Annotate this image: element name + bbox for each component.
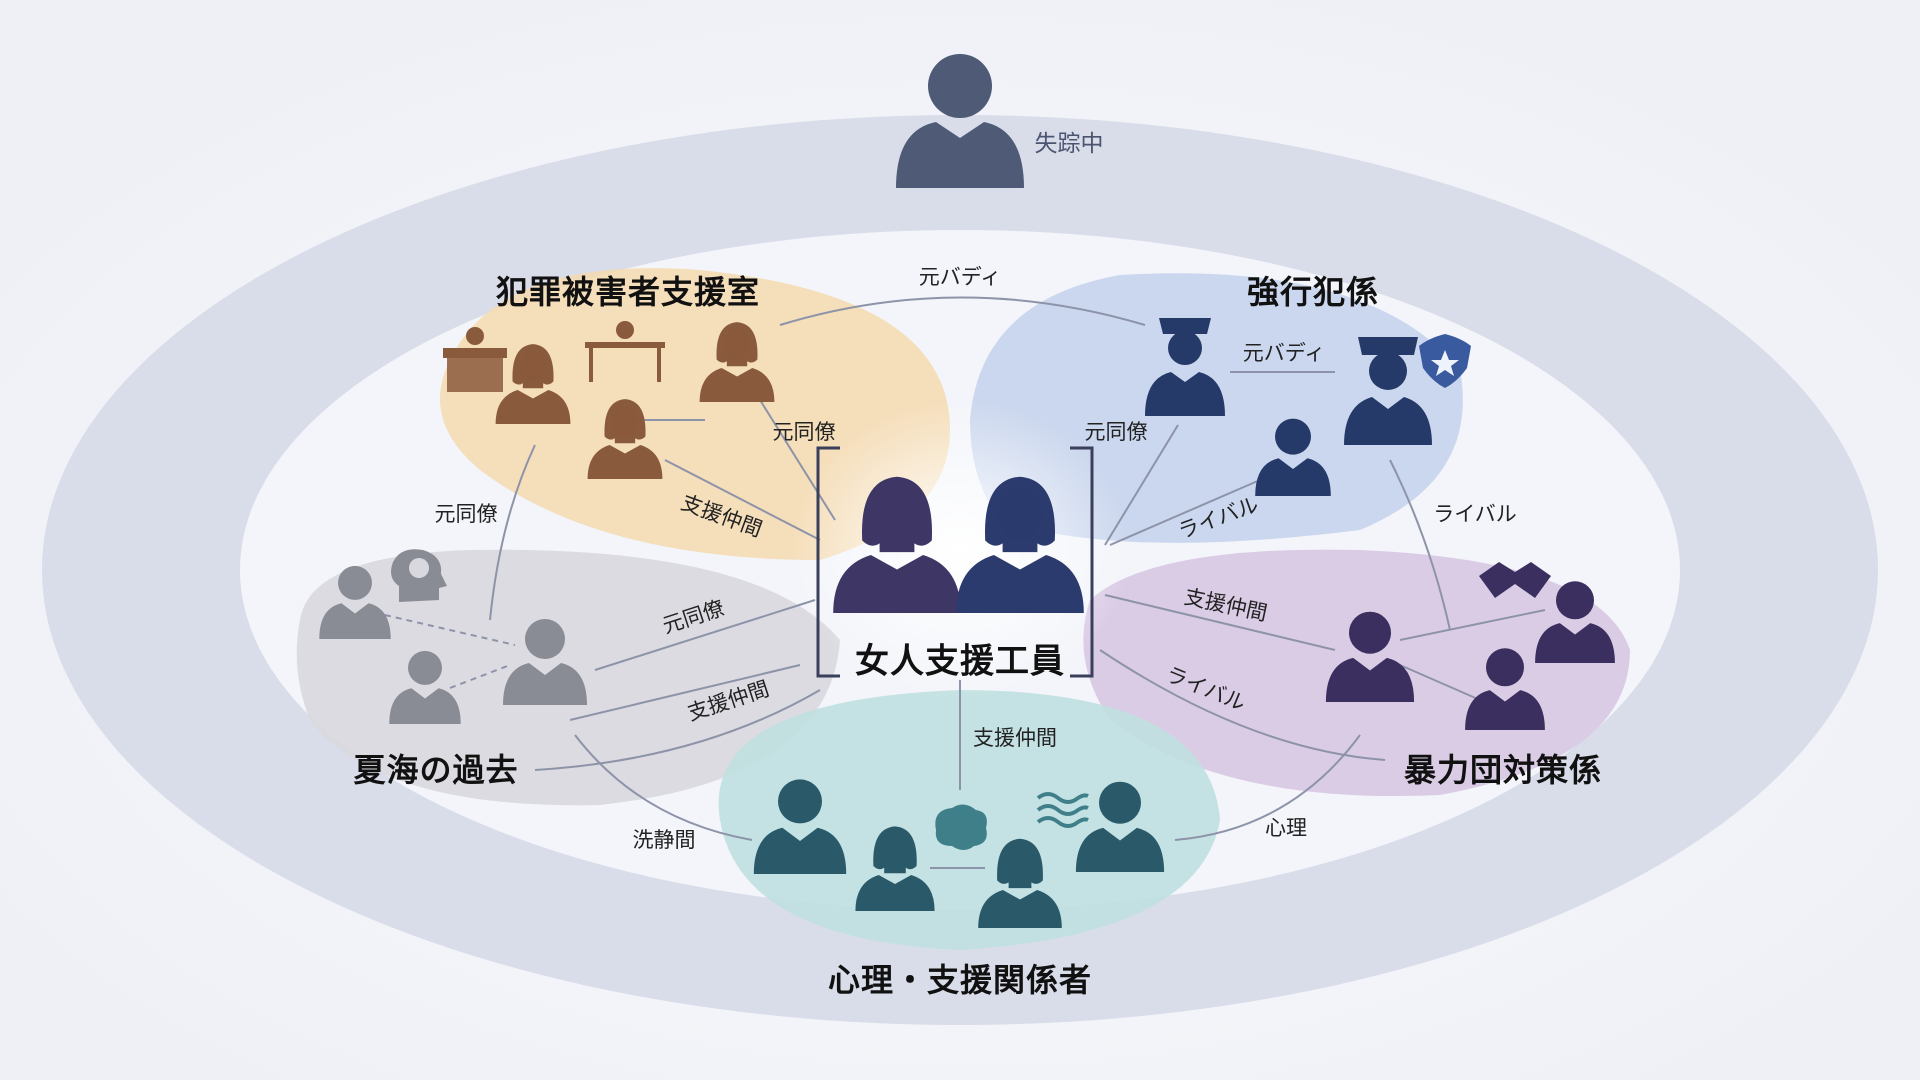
relation-label: 洗静間: [632, 828, 696, 852]
waves-icon: [1036, 792, 1089, 828]
police-badge-icon: [1419, 334, 1471, 388]
relation-label: 元同僚: [434, 502, 498, 526]
connection-lines: [489, 296, 1546, 869]
psych-support-people: [753, 779, 1165, 928]
group-title-psych-support: 心理・支援関係者: [827, 961, 1093, 999]
relation-label: 支援仲間: [973, 726, 1057, 750]
link-cleansing-room: [574, 734, 753, 841]
group-title-past: 夏海の過去: [353, 751, 519, 789]
gang-control-people: [1325, 562, 1615, 730]
group-title-violent-crimes: 強行犯係: [1246, 273, 1380, 311]
relation-label: 心理: [1265, 816, 1307, 840]
link-gang-inner-1: [1399, 609, 1546, 641]
center-bracket-left: [816, 446, 840, 678]
center-bracket-right: [1070, 446, 1094, 678]
link-gang-inner-2: [1399, 664, 1481, 701]
link-support-mate-past: [569, 664, 801, 721]
victim-support-people: [443, 321, 775, 479]
link-violent-center: [1104, 424, 1179, 546]
brain-icon: [935, 804, 987, 850]
relation-label: 元同僚: [772, 420, 836, 444]
center-label: 女人支援工員: [855, 641, 1065, 682]
link-support-mate-gang: [1104, 594, 1336, 651]
link-psychology: [1174, 734, 1361, 841]
link-former-colleague-past: [594, 599, 816, 671]
link-support-mate-victim: [664, 459, 821, 541]
link-former-colleague-left: [489, 444, 536, 621]
violent-crimes-people: [1145, 318, 1471, 496]
group-title-gang-control: 暴力団対策係: [1403, 751, 1603, 789]
link-former-buddy-top: [779, 296, 1146, 326]
link-rival-right: [1389, 459, 1451, 631]
handshake-icon: [1479, 562, 1551, 598]
past-people: [319, 549, 587, 724]
head-brain-icon: [391, 549, 447, 602]
relation-label: 元同僚: [1084, 420, 1148, 444]
link-rival-violent: [1109, 479, 1261, 546]
link-victim-center: [759, 399, 836, 521]
center-glow: [790, 400, 1130, 700]
group-title-victim-support: 犯罪被害者支援室: [495, 273, 761, 311]
relation-label: 元バディ: [1242, 341, 1326, 365]
desk-icon: [443, 327, 507, 392]
police-officer-icon: [1344, 337, 1432, 445]
missing-person-icon: [896, 54, 1024, 188]
missing-person-label: 失踪中: [1034, 131, 1104, 157]
police-officer-icon: [1145, 318, 1225, 416]
relation-label: ライバル: [1433, 502, 1517, 526]
dashed-links: [384, 614, 516, 689]
link-rival-gang: [1099, 649, 1386, 761]
desk-icon: [585, 321, 665, 382]
relation-label: 元バディ: [918, 265, 1002, 289]
link-past-title: [534, 689, 821, 771]
